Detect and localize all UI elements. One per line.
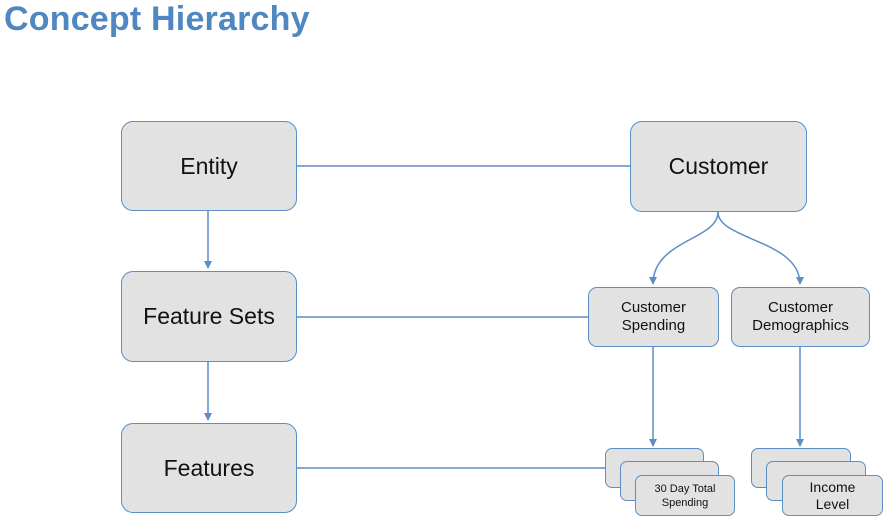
feature-sets-level-node: Feature Sets — [121, 271, 297, 362]
page-title: Concept Hierarchy — [4, 0, 310, 38]
customer-entity-node: Customer — [630, 121, 807, 212]
customer-demographics-node: Customer Demographics — [731, 287, 870, 347]
customer-spending-label-line2: Spending — [621, 317, 686, 334]
spending-feature-label-line1: 30 Day Total — [654, 482, 716, 495]
customer-entity-label: Customer — [668, 153, 769, 179]
demographics-feature-label-line2: Level — [815, 495, 850, 512]
features-level-node: Features — [121, 423, 297, 513]
spending-feature-label-line2: Spending — [661, 496, 709, 509]
demographics-feature-label-line1: Income — [809, 478, 856, 495]
customer-spending-label-line1: Customer — [620, 299, 687, 316]
entity-level-node: Entity — [121, 121, 297, 211]
features-level-label: Features — [163, 454, 255, 481]
customer-demographics-label-line1: Customer — [767, 299, 834, 316]
entity-level-label: Entity — [180, 152, 238, 179]
spending-feature-card-front: 30 Day Total Spending — [635, 475, 735, 516]
demographics-feature-card-front: Income Level — [782, 475, 883, 516]
feature-sets-level-label: Feature Sets — [143, 303, 275, 329]
customer-demographics-label-line2: Demographics — [752, 317, 849, 334]
customer-spending-node: Customer Spending — [588, 287, 719, 347]
